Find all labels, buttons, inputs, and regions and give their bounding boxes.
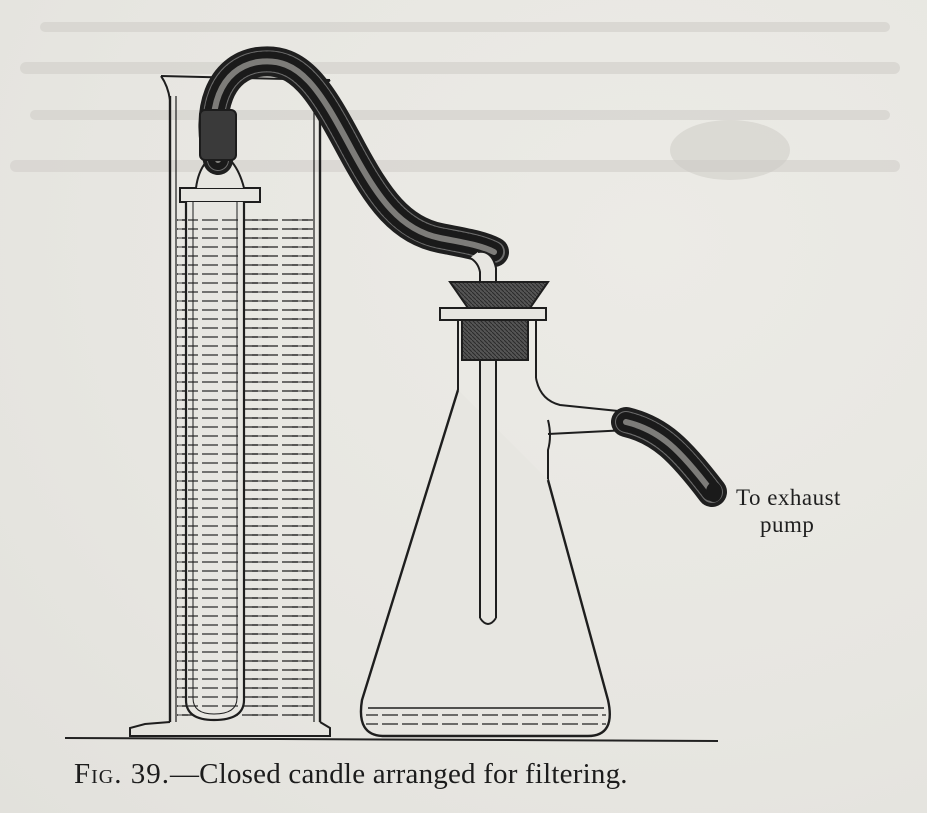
caption-figure-number: Fig. 39. xyxy=(74,758,170,790)
caption-text: —Closed candle arranged for filtering. xyxy=(169,758,628,790)
filter-flask xyxy=(359,281,629,738)
figure-caption: Fig. 39.—Closed candle arranged for filt… xyxy=(74,758,628,791)
rubber-tube-top xyxy=(198,46,509,267)
exhaust-pump-label: To exhaust pump xyxy=(736,484,841,538)
table-line xyxy=(64,737,719,742)
callout-line-1: To exhaust xyxy=(736,485,841,510)
filter-candle xyxy=(179,161,261,722)
rubber-tube-side xyxy=(611,407,727,507)
callout-line-2: pump xyxy=(760,512,815,537)
